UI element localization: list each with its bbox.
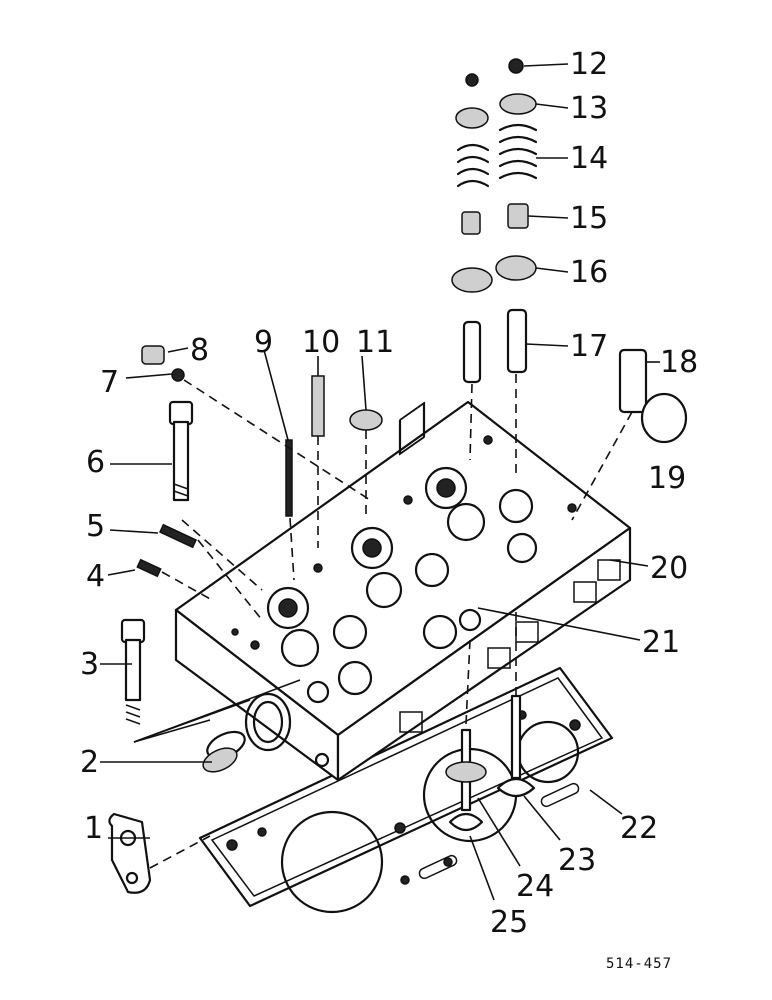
callout-24: 24 — [516, 869, 554, 904]
callout-1: 1 — [84, 811, 103, 846]
valve-seal-15 — [507, 203, 529, 229]
callout-7: 7 — [100, 365, 119, 400]
callout-9: 9 — [254, 325, 273, 360]
callout-12: 12 — [570, 47, 608, 82]
head-bolt-long — [168, 400, 194, 502]
callout-23: 23 — [558, 843, 596, 878]
valve-train-inlet — [451, 73, 493, 384]
sealing-washer — [171, 368, 185, 382]
injector-sleeve — [618, 348, 648, 414]
head-bolt-short — [120, 618, 146, 725]
valve-train-exhaust — [495, 58, 538, 374]
cylinder-head — [174, 400, 632, 782]
valve-guide-17 — [506, 308, 528, 374]
plug-seal — [202, 730, 246, 773]
blanking-plug — [141, 345, 165, 365]
valve-spring-14 — [498, 123, 538, 180]
core-plug — [349, 409, 383, 431]
callout-3: 3 — [80, 647, 99, 682]
leader-lines — [100, 63, 660, 901]
spring-seat-16 — [495, 255, 537, 281]
callout-labels: 1 2 3 4 5 6 7 8 9 10 11 12 13 14 15 16 1… — [80, 47, 698, 972]
callout-15: 15 — [570, 201, 608, 236]
stud-small — [136, 558, 162, 578]
callout-16: 16 — [570, 255, 608, 290]
stud-medium — [158, 523, 198, 549]
reference-code: 514-457 — [606, 956, 672, 972]
callout-6: 6 — [86, 445, 105, 480]
valve-exhaust — [496, 694, 536, 798]
sealing-disc — [640, 392, 688, 444]
callout-20: 20 — [650, 551, 688, 586]
callout-13: 13 — [570, 91, 608, 126]
assembly-lines — [149, 374, 633, 869]
stud-long — [285, 439, 293, 517]
callout-22: 22 — [620, 811, 658, 846]
callout-14: 14 — [570, 141, 608, 176]
cover-plate — [108, 812, 152, 894]
stud-rocker — [311, 375, 325, 437]
valve-collet-12 — [508, 58, 524, 74]
callout-17: 17 — [570, 329, 608, 364]
callout-4: 4 — [86, 559, 105, 594]
callout-5: 5 — [86, 509, 105, 544]
spring-cap-13 — [499, 93, 537, 115]
valve-inlet — [445, 728, 487, 832]
callout-25: 25 — [490, 905, 528, 940]
callout-11: 11 — [356, 325, 394, 360]
callout-2: 2 — [80, 745, 99, 780]
callout-21: 21 — [642, 625, 680, 660]
callout-8: 8 — [190, 333, 209, 368]
callout-10: 10 — [302, 325, 340, 360]
callout-18: 18 — [660, 345, 698, 380]
callout-19: 19 — [648, 461, 686, 496]
